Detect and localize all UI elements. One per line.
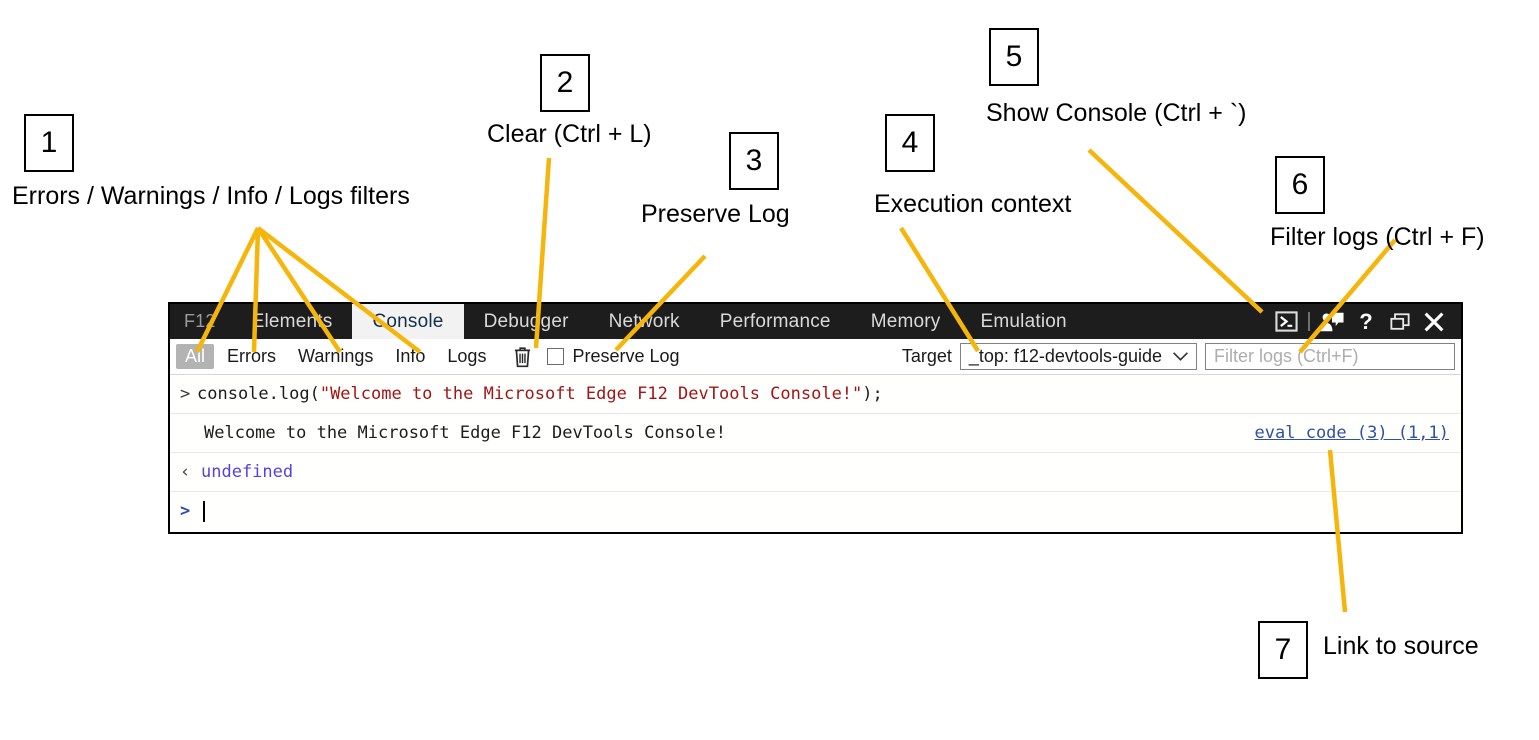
filter-errors-button[interactable]: Errors bbox=[227, 346, 277, 366]
show-console-icon[interactable] bbox=[1269, 304, 1303, 339]
console-input-row[interactable]: > console.log("Welcome to the Microsoft … bbox=[170, 375, 1461, 414]
tab-console[interactable]: Console bbox=[352, 304, 464, 339]
filter-all-button[interactable]: All bbox=[176, 344, 215, 369]
toolbar-divider bbox=[1303, 304, 1315, 339]
callout-3-label: Preserve Log bbox=[641, 200, 790, 228]
tabstrip-spacer bbox=[1087, 304, 1269, 339]
devtools-tabstrip: F12 Elements Console Debugger Network Pe… bbox=[170, 304, 1461, 339]
callout-5-number: 5 bbox=[989, 28, 1039, 86]
console-prompt-row[interactable]: > bbox=[170, 492, 1461, 530]
tab-memory[interactable]: Memory bbox=[870, 310, 941, 332]
tab-performance[interactable]: Performance bbox=[719, 310, 831, 332]
execution-context-select[interactable]: _top: f12-devtools-guide bbox=[959, 343, 1197, 370]
callout-2-label: Clear (Ctrl + L) bbox=[487, 120, 652, 148]
preserve-log-control[interactable]: Preserve Log bbox=[547, 346, 680, 367]
callout-5-label: Show Console (Ctrl + `) bbox=[986, 99, 1247, 127]
return-chevron-icon: ‹ bbox=[180, 462, 191, 482]
callout-6-number: 6 bbox=[1275, 156, 1325, 214]
input-chevron-icon: > bbox=[180, 384, 191, 404]
undock-icon[interactable] bbox=[1383, 304, 1417, 339]
console-filterbar: All Errors Warnings Info Logs Preserve L… bbox=[170, 339, 1461, 375]
execution-context-value: _top: f12-devtools-guide bbox=[968, 346, 1162, 366]
console-return-value: undefined bbox=[201, 462, 294, 482]
console-return-row: ‹ undefined bbox=[170, 453, 1461, 492]
code-prefix: console.log( bbox=[197, 384, 320, 404]
preserve-log-label: Preserve Log bbox=[572, 346, 680, 366]
target-label: Target bbox=[901, 346, 952, 366]
code-string: "Welcome to the Microsoft Edge F12 DevTo… bbox=[319, 384, 863, 404]
help-icon[interactable]: ? bbox=[1359, 308, 1373, 334]
tab-debugger[interactable]: Debugger bbox=[483, 310, 569, 332]
filter-logs-placeholder: Filter logs (Ctrl+F) bbox=[1214, 346, 1359, 366]
callout-1-label: Errors / Warnings / Info / Logs filters bbox=[12, 182, 410, 210]
console-output: > console.log("Welcome to the Microsoft … bbox=[170, 375, 1461, 530]
chevron-down-icon bbox=[1172, 346, 1189, 367]
callout-1-number: 1 bbox=[24, 114, 74, 172]
filter-info-button[interactable]: Info bbox=[395, 346, 426, 366]
callout-6-label: Filter logs (Ctrl + F) bbox=[1270, 223, 1485, 251]
tab-network[interactable]: Network bbox=[608, 310, 680, 332]
callout-4-number: 4 bbox=[885, 114, 935, 172]
callout-7-label: Link to source bbox=[1323, 632, 1479, 660]
filter-warnings-button[interactable]: Warnings bbox=[298, 346, 374, 366]
feedback-icon[interactable] bbox=[1315, 304, 1349, 339]
devtools-brand-f12: F12 bbox=[184, 311, 216, 331]
text-caret bbox=[203, 500, 205, 522]
console-output-row: Welcome to the Microsoft Edge F12 DevToo… bbox=[170, 414, 1461, 453]
prompt-chevron-icon: > bbox=[180, 501, 191, 521]
filter-logs-input[interactable]: Filter logs (Ctrl+F) bbox=[1205, 343, 1455, 370]
callout-4-label: Execution context bbox=[874, 190, 1072, 218]
filter-logs-button[interactable]: Logs bbox=[447, 346, 487, 366]
preserve-log-checkbox[interactable] bbox=[547, 348, 565, 365]
devtools-panel: F12 Elements Console Debugger Network Pe… bbox=[168, 302, 1463, 534]
tab-emulation[interactable]: Emulation bbox=[980, 310, 1067, 332]
console-output-text: Welcome to the Microsoft Edge F12 DevToo… bbox=[204, 423, 726, 443]
devtools-tool-icons: ? bbox=[1269, 304, 1461, 339]
trash-icon[interactable] bbox=[507, 344, 537, 370]
source-link[interactable]: eval code (3) (1,1) bbox=[1254, 423, 1449, 443]
close-icon[interactable] bbox=[1417, 304, 1451, 339]
tab-elements[interactable]: Elements bbox=[251, 310, 333, 332]
console-input-code: console.log("Welcome to the Microsoft Ed… bbox=[197, 384, 883, 404]
callout-3-number: 3 bbox=[729, 132, 779, 190]
callout-2-number: 2 bbox=[540, 54, 590, 112]
callout-7-number: 7 bbox=[1258, 621, 1308, 679]
code-suffix: ); bbox=[862, 384, 883, 404]
